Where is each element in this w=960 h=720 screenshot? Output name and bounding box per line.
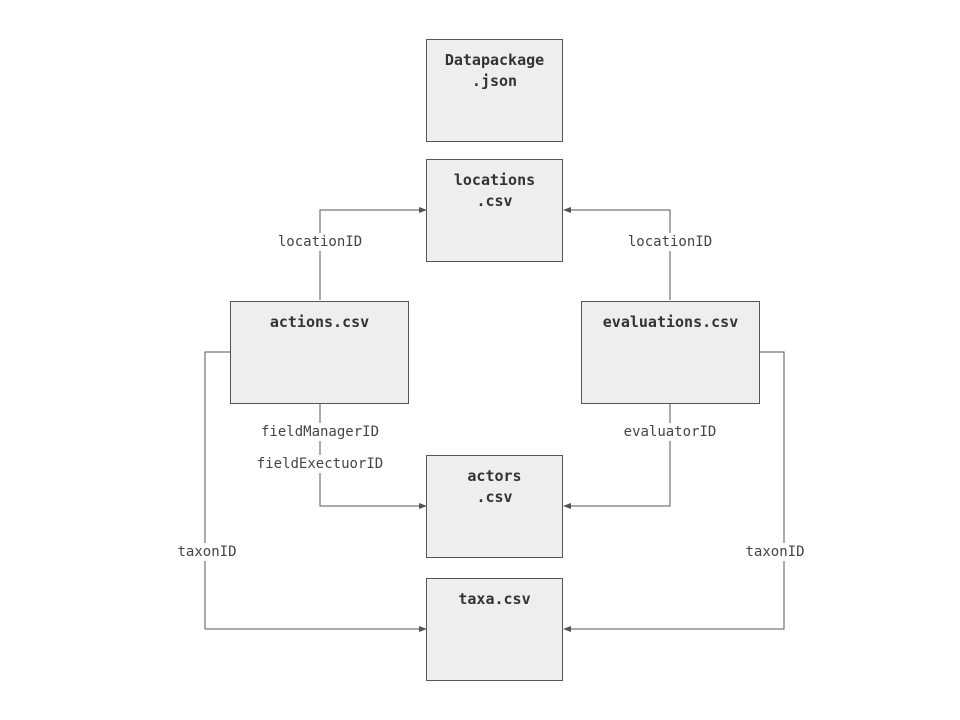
connector-actions-taxa	[204, 351, 420, 630]
node-locations-csv: locations .csv	[426, 159, 563, 262]
node-actions-line1: actions.csv	[269, 313, 370, 331]
connector-evaluations-taxa	[570, 351, 785, 630]
node-actors-line1: actors	[467, 467, 522, 485]
node-taxa-csv: taxa.csv	[426, 578, 563, 681]
arrowhead-actions-taxa	[419, 626, 427, 632]
edge-label-evaluations-taxa: taxonID	[743, 543, 807, 561]
edge-label-evaluations-actors: evaluatorID	[621, 423, 719, 441]
edge-label-evaluations-locations: locationID	[625, 233, 715, 251]
node-actors-line2: .csv	[476, 488, 513, 506]
connector-evaluations-actors	[570, 404, 671, 507]
node-actors-csv: actors .csv	[426, 455, 563, 558]
arrowhead-evaluations-locations	[563, 207, 571, 213]
connector-actions-locations	[319, 209, 420, 300]
node-evaluations-line1: evaluations.csv	[602, 313, 739, 331]
arrowhead-evaluations-actors	[563, 503, 571, 509]
node-datapackage-line1: Datapackage	[444, 51, 545, 69]
connector-evaluations-locations	[570, 209, 671, 300]
node-locations-line1: locations	[453, 171, 536, 189]
node-locations-line2: .csv	[476, 192, 513, 210]
edge-label-actions-actors-executor: fieldExectuorID	[254, 455, 386, 473]
edge-label-actions-locations: locationID	[275, 233, 365, 251]
arrowhead-evaluations-taxa	[563, 626, 571, 632]
edge-label-actions-taxa: taxonID	[175, 543, 239, 561]
node-datapackage-json: Datapackage .json	[426, 39, 563, 142]
node-evaluations-csv: evaluations.csv	[581, 301, 760, 404]
node-taxa-line1: taxa.csv	[458, 590, 531, 608]
edge-label-actions-actors-manager: fieldManagerID	[258, 423, 382, 441]
arrowhead-actions-locations	[419, 207, 427, 213]
node-datapackage-line2: .json	[471, 72, 518, 90]
arrowhead-actions-actors	[419, 503, 427, 509]
node-actions-csv: actions.csv	[230, 301, 409, 404]
